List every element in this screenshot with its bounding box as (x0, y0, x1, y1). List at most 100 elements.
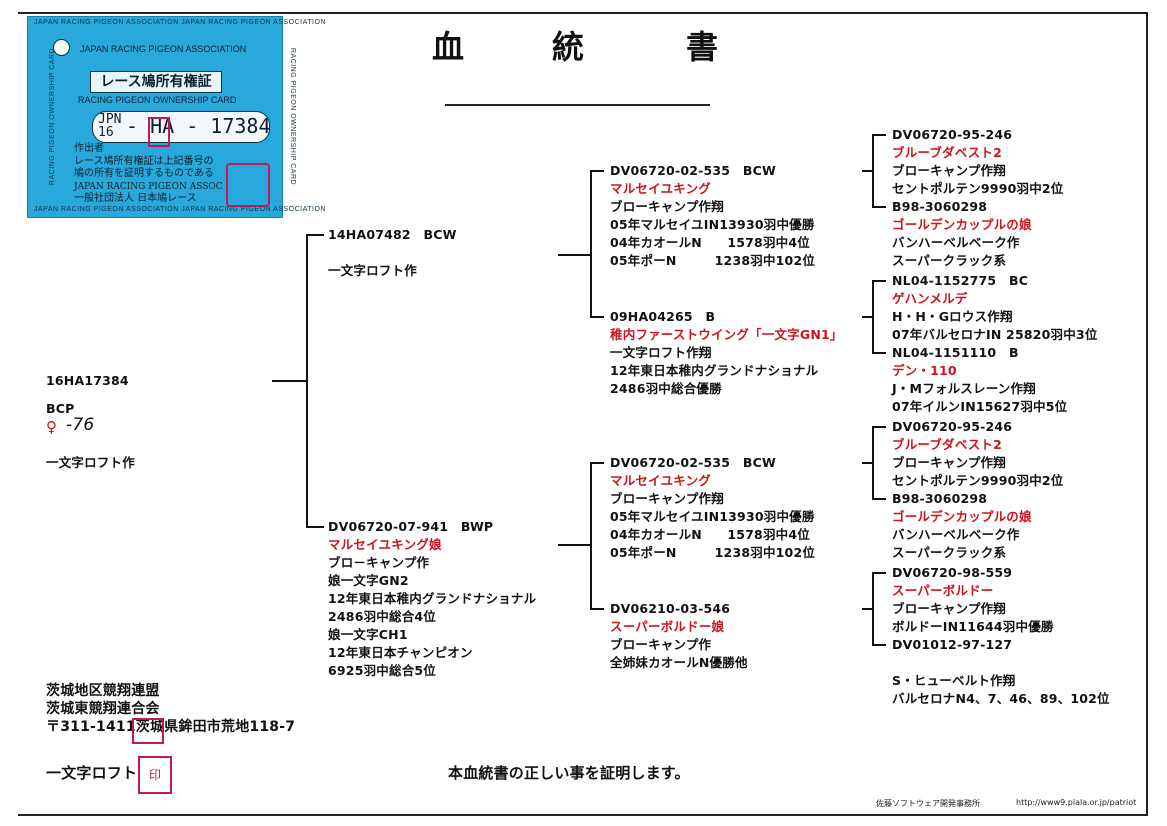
sd-line-2: 12年東日本稚内グランドナショナル (610, 363, 819, 378)
card-title-en: RACING PIGEON OWNERSHIP CARD (78, 95, 237, 105)
g2-line-2: スーパークラック系 (892, 253, 1007, 268)
g6-line-1: バンハーベルベーク作 (892, 527, 1020, 542)
certification-statement: 本血統書の正しい事を証明します。 (448, 764, 690, 782)
dam-line-2: 娘一文字GN2 (328, 573, 409, 588)
sire-breeder: 一文字ロフト作 (328, 263, 417, 278)
owner-name: 一文字ロフト (46, 764, 138, 782)
dd-name: スーパーボルドー娘 (610, 619, 725, 634)
g1-line-2: セントポルテン9990羽中2位 (892, 181, 1064, 196)
ss-name: マルセイユキング (610, 181, 711, 196)
g8-line-1: S・ヒューベルト作翔 (892, 673, 1016, 688)
card-assoc-jp: 一般社団法人 日本鳩レース (74, 193, 197, 204)
card-border-top: JAPAN RACING PIGEON ASSOCIATION JAPAN RA… (34, 19, 326, 26)
card-border-right: RACING PIGEON OWNERSHIP CARD (289, 47, 297, 186)
g3-line-1: H・H・Gロウス作翔 (892, 309, 1013, 324)
dam-name: マルセイユキング娘 (328, 537, 442, 552)
title-char-2: 統 (552, 28, 587, 66)
ss-line-3: 04年カオールN 1578羽中4位 (610, 235, 810, 250)
card-border-left: RACING PIGEON OWNERSHIP CARD (49, 47, 57, 186)
g1-ring: DV06720-95-246 (892, 127, 1013, 142)
card-association-seal (226, 163, 270, 207)
g6-name: ゴールデンカップルの娘 (892, 509, 1032, 524)
g4-name: デン・110 (892, 363, 957, 378)
ss-line-1: ブローキャンプ作翔 (610, 199, 724, 214)
card-banner: レース鳩所有権証 (90, 71, 222, 93)
g2-line-1: バンハーベルベーク作 (892, 235, 1020, 250)
ds-ring: DV06720-02-535 BCW (610, 455, 776, 470)
g5-ring: DV06720-95-246 (892, 419, 1013, 434)
owner-seal: 印 (138, 756, 172, 794)
g6-line-2: スーパークラック系 (892, 545, 1007, 560)
card-number-box (92, 111, 270, 143)
owner-line-1: 茨城地区競翔連盟 (46, 683, 160, 699)
sd-ring: 09HA04265 B (610, 309, 716, 324)
dam-line-1: ブロ－キャンプ作 (328, 555, 430, 570)
dam-line-7: 6925羽中総合5位 (328, 663, 436, 678)
g1-line-1: ブローキャンプ作翔 (892, 163, 1006, 178)
ds-line-4: 05年ポーN 1238羽中102位 (610, 545, 816, 560)
g3-ring: NL04-1152775 BC (892, 273, 1029, 288)
sd-name: 稚内ファーストウイング「一文字GN1」 (610, 327, 843, 342)
dam-line-6: 12年東日本チャンピオン (328, 645, 473, 660)
g7-line-1: ブローキャンプ作翔 (892, 601, 1006, 616)
card-maker-label: 作出者 (74, 143, 104, 154)
g5-line-1: ブローキャンプ作翔 (892, 455, 1006, 470)
g3-name: ゲハンメルデ (892, 291, 968, 306)
card-border-bottom: JAPAN RACING PIGEON ASSOCIATION JAPAN RA… (34, 206, 326, 213)
title-char-3: 書 (686, 28, 721, 66)
subject-ring: 16HA17384 (46, 373, 129, 388)
title-underline (445, 104, 710, 106)
g7-ring: DV06720-98-559 (892, 565, 1013, 580)
ss-line-4: 05年ポーN 1238羽中102位 (610, 253, 816, 268)
ds-line-1: ブローキャンプ作翔 (610, 491, 724, 506)
card-note-2: 鳩の所有を証明するものである (74, 168, 214, 179)
g1-name: ブルーブダベスト2 (892, 145, 1002, 160)
title-char-1: 血 (432, 28, 467, 66)
sd-line-1: 一文字ロフト作翔 (610, 345, 712, 360)
female-symbol-icon: ♀ (46, 418, 58, 436)
g5-name: ブルーブダベスト2 (892, 437, 1002, 452)
g8-ring: DV01012-97-127 (892, 637, 1013, 652)
footer-software: 佐藤ソフトウェア開発事務所 (876, 799, 980, 808)
g2-ring: B98-3060298 (892, 199, 988, 214)
dd-line-1: ブローキャンプ作 (610, 637, 712, 652)
g5-line-2: セントポルテン9990羽中2位 (892, 473, 1064, 488)
g2-name: ゴールデンカップルの娘 (892, 217, 1032, 232)
g7-line-2: ボルドーIN11644羽中優勝 (892, 619, 1054, 634)
g6-ring: B98-3060298 (892, 491, 988, 506)
ownership-card: JAPAN RACING PIGEON ASSOCIATION JAPAN RA… (27, 16, 325, 218)
dam-ring: DV06720-07-941 BWP (328, 519, 494, 534)
card-stamp-small (148, 117, 170, 147)
sd-line-3: 2486羽中総合優勝 (610, 381, 722, 396)
g4-line-1: J・Mフォルスレーン作翔 (892, 381, 1036, 396)
dam-line-4: 2486羽中総合4位 (328, 609, 436, 624)
card-punch-hole (53, 39, 70, 56)
sire-ring: 14HA07482 BCW (328, 227, 457, 242)
card-year: 16 (98, 125, 114, 140)
g4-line-2: 07年イルンIN15627羽中5位 (892, 399, 1068, 414)
card-note-1: レース鳩所有権証は上記番号の (74, 156, 214, 167)
owner-address: 〒311-1411茨城県鉾田市荒地118-7 (46, 719, 296, 735)
ss-ring: DV06720-02-535 BCW (610, 163, 776, 178)
g4-ring: NL04-1151110 B (892, 345, 1019, 360)
dd-ring: DV06210-03-546 (610, 601, 731, 616)
ds-line-3: 04年カオールN 1578羽中4位 (610, 527, 810, 542)
g3-line-2: 07年バルセロナIN 25820羽中3位 (892, 327, 1098, 342)
subject-handwritten-note: -76 (66, 415, 95, 435)
ds-line-2: 05年マルセイユIN13930羽中優勝 (610, 509, 815, 524)
dam-line-5: 娘一文字CH1 (328, 627, 408, 642)
page-frame (18, 12, 1148, 816)
ds-name: マルセイユキング (610, 473, 711, 488)
footer-url[interactable]: http://www9.plala.or.jp/patriot (1016, 798, 1137, 807)
subject-breeder: 一文字ロフト作 (46, 455, 135, 470)
subject-color: BCP (46, 401, 75, 416)
card-jpn: JPN (98, 112, 122, 127)
dd-line-2: 全姉妹カオールN優勝他 (610, 655, 748, 670)
g8-line-2: バルセロナN4、7、46、89、102位 (892, 691, 1110, 706)
ss-line-2: 05年マルセイユIN13930羽中優勝 (610, 217, 815, 232)
card-assoc-en: JAPAN RACING PIGEON ASSOC (74, 182, 223, 192)
card-number: - HA - 17384 (126, 114, 271, 138)
dam-line-3: 12年東日本稚内グランドナショナル (328, 591, 537, 606)
g7-name: スーパーボルドー (892, 583, 994, 598)
